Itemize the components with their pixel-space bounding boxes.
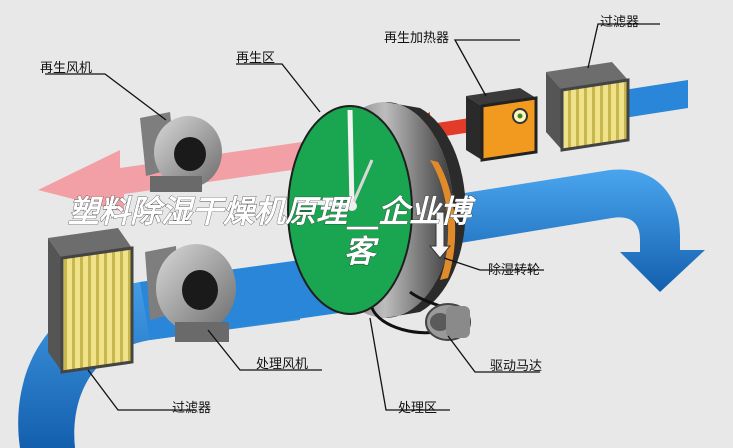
label-regen-fan: 再生风机 [40, 61, 92, 76]
label-regen-heater: 再生加热器 [384, 31, 449, 46]
process-air-outlet-duct [420, 169, 705, 292]
process-fan-icon [145, 244, 236, 342]
title-line-1: 塑料除湿干燥机原理__企业博 [68, 194, 477, 230]
label-filter-top: 过滤器 [600, 15, 639, 30]
regen-fan-icon [140, 112, 222, 192]
desiccant-wheel-icon [287, 102, 466, 318]
label-desiccant-wheel: 除湿转轮 [488, 263, 540, 278]
filter-top-icon [546, 62, 630, 152]
drive-motor-icon [370, 290, 471, 341]
label-filter-bottom: 过滤器 [172, 401, 211, 416]
rotation-arrow-icon [428, 211, 452, 259]
title-line-2: 客 [344, 234, 380, 270]
label-regen-zone: 再生区 [236, 51, 275, 66]
heater-icon [466, 88, 538, 162]
label-process-fan: 处理风机 [256, 357, 308, 372]
label-process-zone: 处理区 [398, 401, 437, 416]
filter-bottom-icon [48, 228, 134, 374]
leader-lines [45, 23, 660, 411]
label-drive-motor: 驱动马达 [490, 359, 542, 374]
